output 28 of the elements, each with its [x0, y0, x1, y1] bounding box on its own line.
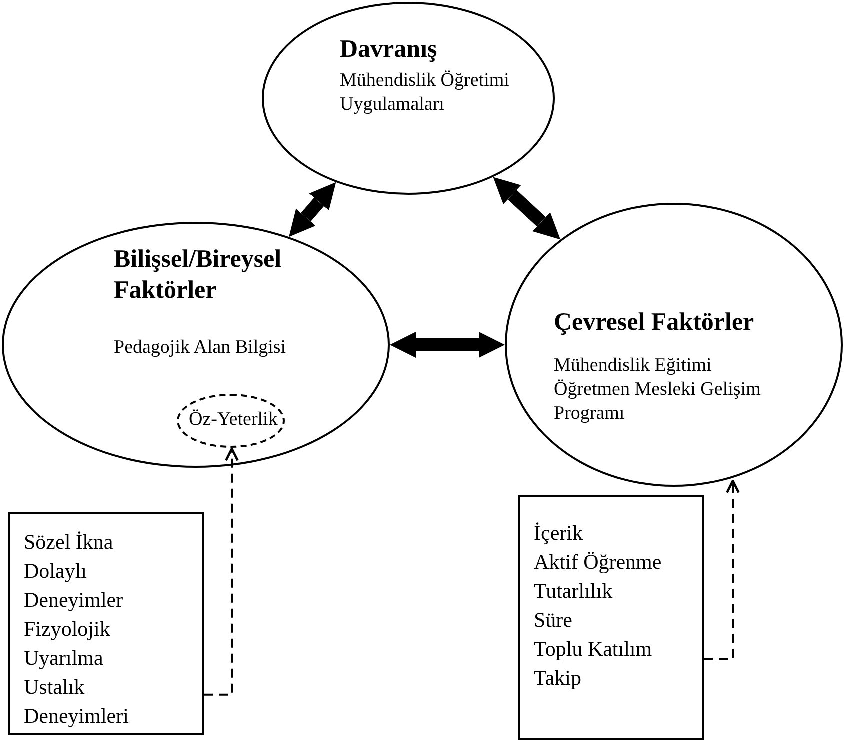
ellipse-node [505, 203, 843, 487]
dashed-arrow [204, 448, 239, 696]
double-arrow [493, 177, 561, 240]
dashed-arrow [704, 480, 740, 660]
description: Pedagojik Alan Bilgisi [114, 336, 288, 360]
ellipse-node [2, 222, 390, 468]
list-item: Süre [534, 607, 574, 634]
list-item: Ustalık Deneyimleri [24, 674, 130, 730]
label: Öz-Yeterlik [189, 408, 279, 432]
double-arrow [289, 182, 336, 238]
list-item: Takip [534, 665, 583, 692]
list-box [8, 512, 204, 735]
list-item: Tutarlılık [534, 578, 614, 605]
heading: Bilişsel/Bireysel Faktörler [114, 245, 283, 306]
heading: Davranış [340, 35, 438, 65]
double-arrow [390, 332, 505, 358]
list-box [518, 495, 704, 740]
list-item: Dolaylı Deneyimler [24, 558, 124, 614]
list-item: İçerik [534, 520, 584, 547]
description: Mühendislik Eğitimi Öğretmen Mesleki Gelişim Programı [554, 354, 762, 426]
description: Mühendislik Öğretimi Uygulamaları [340, 69, 510, 117]
dashed-ellipse [177, 394, 285, 448]
list-item: Fizyolojik Uyarılma [24, 616, 112, 672]
heading: Çevresel Faktörler [554, 308, 756, 338]
list-item: Toplu Katılım [534, 636, 654, 663]
ellipse-node [262, 2, 555, 195]
list-item: Sözel İkna [24, 529, 114, 556]
list-item: Aktif Öğrenme [534, 549, 663, 576]
